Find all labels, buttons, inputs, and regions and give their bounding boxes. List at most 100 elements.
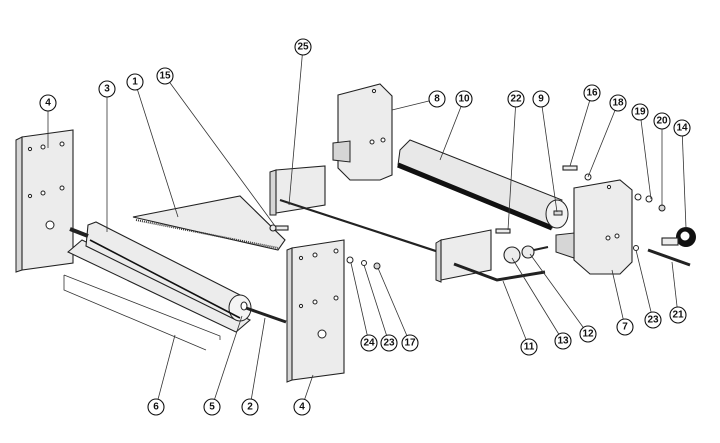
callout-number: 3 [104,84,110,95]
callout-number: 4 [299,402,305,413]
leader-line [511,257,564,342]
callout-11: 11 [520,338,538,356]
leader-line [587,102,619,178]
callout-16: 16 [583,84,601,102]
callout-19: 19 [631,103,649,121]
callout-circle [147,398,165,416]
callout-22: 22 [507,90,525,108]
callout-18: 18 [609,94,627,112]
callout-23: 23 [644,311,662,329]
callout-circle [293,398,311,416]
screw-22 [495,228,511,234]
callout-circle [39,94,57,112]
doctor-blade [132,195,286,251]
callout-circle [583,84,601,102]
bolt-15 [269,224,289,232]
lower-block [435,229,546,283]
callout-1: 1 [126,73,144,91]
callout-number: 15 [159,71,171,82]
callout-4: 4 [293,398,311,416]
callout-number: 6 [153,402,159,413]
bolt-21 [647,248,691,267]
callout-5: 5 [203,398,221,416]
leader-line [211,315,243,408]
rear-block [269,165,326,216]
callout-number: 18 [612,98,624,109]
leader-line [671,261,679,316]
leader-line [134,81,179,218]
callout-number: 2 [247,402,253,413]
knob-13 [503,246,521,264]
callout-17: 17 [401,334,419,352]
callout-21: 21 [669,306,687,324]
leader-line [439,98,465,161]
callout-circle [579,325,597,343]
callout-circle [401,334,419,352]
leader-lines [47,46,687,408]
callout-20: 20 [653,112,671,130]
callout-circle [520,338,538,356]
leader-line [540,98,558,213]
long-shaft [279,198,449,257]
callout-number: 23 [647,315,659,326]
leader-line [350,262,370,344]
callout-15: 15 [156,67,174,85]
callout-circle [532,90,550,108]
callout-number: 9 [538,94,544,105]
callout-number: 1 [132,77,138,88]
callout-14: 14 [673,119,691,137]
leader-line [681,127,687,229]
upper-bracket-plate [332,83,393,181]
leader-line [155,334,176,408]
callout-circle [294,38,312,56]
callout-circle [644,311,662,329]
callout-circle [554,332,572,350]
callout-number: 21 [672,310,684,321]
callout-10: 10 [455,90,473,108]
leader-line [611,269,626,328]
callout-circle [631,103,649,121]
leader-line [363,264,390,344]
callout-circle [203,398,221,416]
callout-number: 23 [383,338,395,349]
callout-number: 24 [363,338,375,349]
leader-line [507,98,517,231]
leader-line [569,92,593,167]
leader-line [502,280,530,348]
callout-number: 4 [45,98,51,109]
callout-number: 7 [622,322,628,333]
callout-number: 8 [434,94,440,105]
callout-circle [669,306,687,324]
callout-circle [126,73,144,91]
callout-circle [653,112,671,130]
lower-bracket-plate [555,179,633,275]
callout-9: 9 [532,90,550,108]
callout-number: 14 [676,123,688,134]
callout-25: 25 [294,38,312,56]
callout-12: 12 [579,325,597,343]
callout-circle [380,334,398,352]
callout-23: 23 [380,334,398,352]
callout-circle [428,90,446,108]
leader-line [288,46,304,206]
callout-circle [98,80,116,98]
callout-number: 17 [404,338,416,349]
knob-12 [521,245,549,259]
callout-number: 10 [458,94,470,105]
main-roller [69,221,287,324]
trough [63,239,252,351]
callout-8: 8 [428,90,446,108]
callout-number: 12 [582,329,594,340]
callout-circle [609,94,627,112]
callout-number: 25 [297,42,309,53]
callout-number: 19 [634,107,646,118]
callout-3: 3 [98,80,116,98]
rod-end-14 [661,227,696,247]
callout-13: 13 [554,332,572,350]
callout-circle [360,334,378,352]
callout-7: 7 [616,318,634,336]
upper-roller [397,139,569,231]
